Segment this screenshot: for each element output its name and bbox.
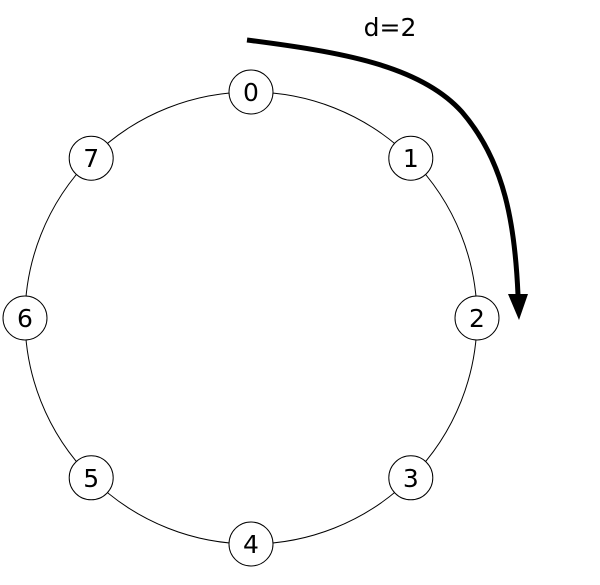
ring-node-label: 6	[17, 304, 33, 333]
ring-node-label: 0	[243, 78, 259, 107]
ring-node-label: 2	[469, 304, 485, 333]
ring-nodes: 0 1 2 3 4 5 6 7	[2, 69, 500, 567]
ring-node-circle	[228, 69, 274, 115]
ring-node-label: 7	[83, 144, 99, 173]
ring-node: 7	[68, 135, 114, 181]
ring-node-circle	[454, 295, 500, 341]
ring-node-circle	[228, 521, 274, 567]
ring-node: 1	[388, 135, 434, 181]
ring-node-circle	[68, 455, 114, 501]
distance-arrow: d=2	[246, 13, 528, 320]
ring-node-circle	[388, 455, 434, 501]
distance-arrow-curve	[246, 37, 521, 296]
ring-node-circle	[388, 135, 434, 181]
ring-node-circle	[2, 295, 48, 341]
ring-node: 3	[388, 455, 434, 501]
ring-node: 4	[228, 521, 274, 567]
ring-node-label: 3	[403, 464, 419, 493]
ring-node-label: 1	[403, 144, 419, 173]
ring-node: 5	[68, 455, 114, 501]
distance-arrow-head	[508, 294, 528, 320]
ring-node: 2	[454, 295, 500, 341]
ring-node: 6	[2, 295, 48, 341]
ring-node-label: 5	[83, 464, 99, 493]
ring-node-label: 4	[243, 530, 259, 559]
ring-node-circle	[68, 135, 114, 181]
distance-arrow-label: d=2	[364, 13, 417, 42]
ring-node: 0	[228, 69, 274, 115]
